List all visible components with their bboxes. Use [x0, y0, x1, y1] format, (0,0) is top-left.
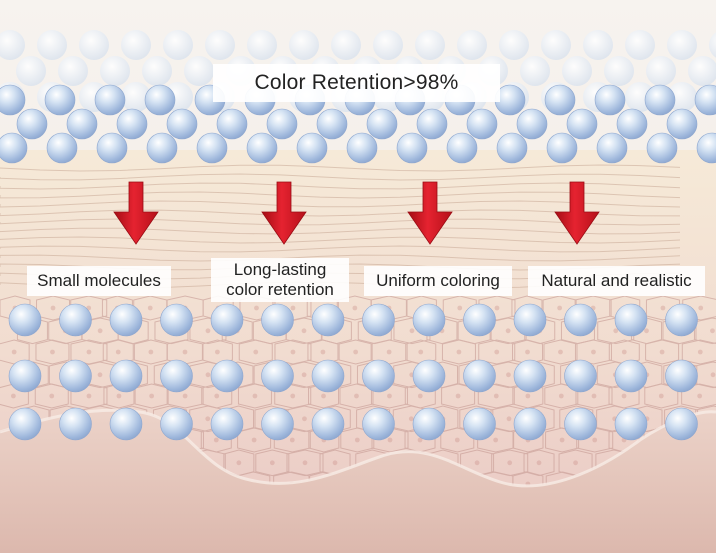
pigment-bead-icon: [614, 407, 648, 441]
pigment-bead-icon: [8, 303, 42, 337]
pigment-bead-icon: [362, 407, 395, 441]
pigment-bead-icon: [596, 132, 628, 164]
pigment-bead-icon: [160, 407, 193, 441]
down-arrow-icon: [261, 181, 307, 245]
pigment-bead-icon: [564, 303, 597, 337]
down-arrow-icon: [407, 181, 453, 245]
pigment-bead-icon: [412, 407, 446, 441]
pigment-bead-icon: [516, 108, 548, 140]
pigment-bead-icon: [246, 132, 278, 164]
pigment-bead-icon: [564, 407, 597, 441]
pigment-bead-icon: [412, 303, 446, 337]
headline-banner: Color Retention>98%: [213, 64, 500, 102]
pigment-bead-icon: [8, 359, 42, 393]
pigment-bead-icon: [463, 407, 496, 441]
pigment-bead-icon: [261, 303, 294, 337]
pigment-bead-icon: [665, 407, 698, 441]
pigment-bead-icon: [362, 359, 395, 393]
pigment-bead-icon: [210, 407, 244, 441]
pigment-bead-icon: [513, 407, 547, 441]
label-small-molecules: Small molecules: [27, 266, 171, 296]
pigment-bead-icon: [109, 407, 143, 441]
pigment-bead-icon: [196, 132, 228, 164]
pigment-bead-icon: [116, 108, 148, 140]
pigment-bead-icon: [346, 132, 378, 164]
pigment-bead-icon: [261, 359, 294, 393]
pigment-bead-icon: [696, 132, 716, 164]
pigment-bead-icon: [665, 303, 698, 337]
pigment-bead-icon: [216, 108, 248, 140]
pigment-bead-icon: [109, 303, 143, 337]
pigment-bead-icon: [59, 407, 92, 441]
pigment-bead-icon: [666, 108, 698, 140]
pigment-bead-icon: [160, 359, 193, 393]
label-small-molecules-text: Small molecules: [37, 271, 161, 290]
pigment-bead-icon: [46, 132, 78, 164]
pigment-bead-icon: [311, 303, 345, 337]
pigment-bead-icon: [513, 359, 547, 393]
pigment-bead-icon: [144, 84, 176, 116]
pigment-bead-icon: [296, 132, 328, 164]
pigment-bead-icon: [446, 132, 478, 164]
pigment-bead-icon: [59, 359, 92, 393]
pigment-bead-icon: [109, 359, 143, 393]
pigment-bead-icon: [16, 108, 48, 140]
headline-text: Color Retention>98%: [254, 71, 459, 94]
pigment-bead-icon: [513, 303, 547, 337]
pigment-bead-icon: [546, 132, 578, 164]
pigment-bead-icon: [366, 108, 398, 140]
pigment-bead-icon: [463, 359, 496, 393]
pigment-bead-icon: [316, 108, 348, 140]
pigment-bead-icon: [96, 132, 128, 164]
pigment-bead-icon: [616, 108, 648, 140]
pigment-bead-icon: [8, 407, 42, 441]
pigment-bead-icon: [412, 359, 446, 393]
label-natural-realistic-text: Natural and realistic: [541, 271, 692, 290]
pigment-bead-icon: [564, 359, 597, 393]
pigment-bead-icon: [66, 108, 98, 140]
pigment-bead-icon: [210, 303, 244, 337]
pigment-bead-icon: [94, 84, 126, 116]
pigment-bead-icon: [261, 407, 294, 441]
down-arrow-icon: [554, 181, 600, 245]
pigment-bead-icon: [311, 407, 345, 441]
pigment-bead-icon: [396, 132, 428, 164]
pigment-bead-icon: [594, 84, 626, 116]
pigment-bead-icon: [463, 303, 496, 337]
pigment-bead-icon: [614, 303, 648, 337]
label-uniform-coloring: Uniform coloring: [364, 266, 512, 296]
pigment-bead-icon: [566, 108, 598, 140]
pigment-bead-icon: [266, 108, 298, 140]
label-long-lasting-line2: color retention: [226, 280, 334, 299]
pigment-bead-icon: [362, 303, 395, 337]
label-uniform-coloring-text: Uniform coloring: [376, 271, 500, 290]
pigment-bead-icon: [694, 84, 716, 116]
pigment-bead-icon: [166, 108, 198, 140]
pigment-bead-icon: [416, 108, 448, 140]
pigment-bead-icon: [466, 108, 498, 140]
label-long-lasting-line1: Long-lasting: [233, 260, 327, 279]
pigment-bead-icon: [146, 132, 178, 164]
pigment-bead-icon: [544, 84, 576, 116]
pigment-bead-icon: [496, 132, 528, 164]
pigment-bead-icon: [59, 303, 92, 337]
down-arrow-icon: [113, 181, 159, 245]
pigment-bead-icon: [0, 132, 28, 164]
pigment-bead-icon: [44, 84, 76, 116]
pigment-bead-icon: [210, 359, 244, 393]
pigment-bead-icon: [0, 84, 26, 116]
pigment-bead-icon: [160, 303, 193, 337]
label-long-lasting: Long-lasting color retention: [211, 258, 349, 302]
pigment-bead-icon: [665, 359, 698, 393]
pigment-bead-icon: [614, 359, 648, 393]
pigment-bead-icon: [646, 132, 678, 164]
pigment-bead-icon: [644, 84, 676, 116]
pigment-bead-icon: [311, 359, 345, 393]
label-natural-realistic: Natural and realistic: [528, 266, 705, 296]
